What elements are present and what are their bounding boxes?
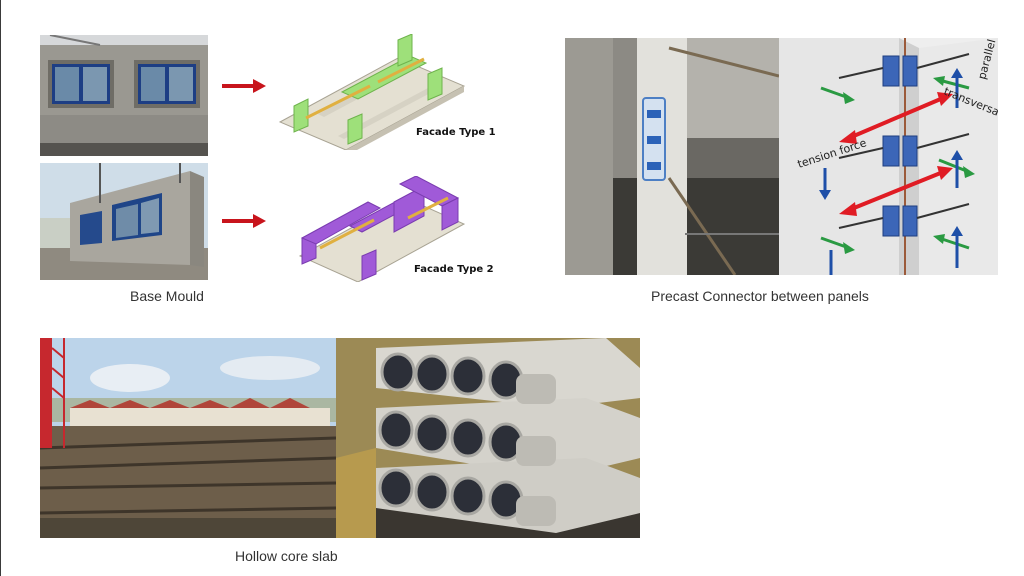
arrow-right-icon [222, 79, 266, 93]
construction-site-photo [40, 338, 336, 538]
base-mould-caption: Base Mould [130, 288, 204, 304]
arrow-right-icon [222, 214, 266, 228]
connector-caption: Precast Connector between panels [651, 288, 869, 304]
precast-wall-photo-2 [40, 163, 208, 280]
precast-wall-photo-1 [40, 35, 208, 156]
connector-site-photo [565, 38, 779, 275]
hollow-core-caption: Hollow core slab [235, 548, 338, 564]
connector-force-diagram: parallel shear transversal shear tension… [779, 38, 998, 275]
slide-left-border [0, 0, 1, 576]
facade-type-1-diagram [278, 34, 468, 150]
facade-type-2-diagram [298, 176, 468, 282]
facade-type-2-label: Facade Type 2 [414, 264, 494, 275]
facade-type-1-label: Facade Type 1 [416, 127, 496, 138]
hollow-core-slab-photo [336, 338, 640, 538]
